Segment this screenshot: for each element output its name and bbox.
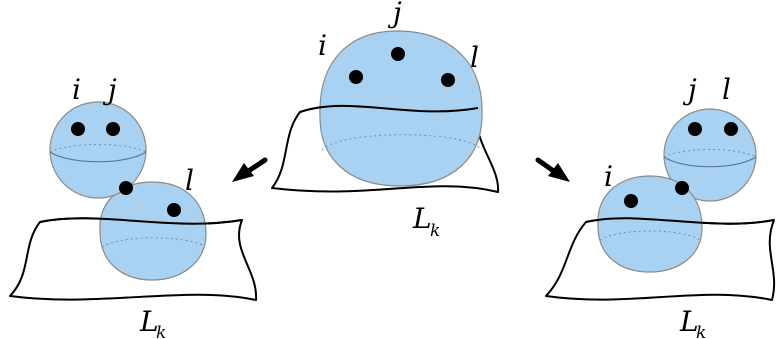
center-configuration: i j l L k (271, 0, 500, 241)
left-label-i: i (72, 73, 81, 106)
right-label-l: l (722, 73, 731, 106)
right-marker-j (688, 122, 702, 136)
left-marker-i (71, 122, 85, 136)
center-sheet-subscript: k (430, 221, 440, 241)
right-disk-equator-back (599, 230, 701, 241)
right-sphere-equator-back (663, 149, 757, 158)
left-sphere-equator-front (49, 151, 147, 163)
left-configuration: i j l L k (9, 73, 258, 339)
right-marker-i (624, 194, 638, 208)
right-node-point (675, 181, 689, 195)
right-sheet-label: L (679, 305, 699, 338)
center-label-j: j (387, 0, 402, 29)
left-sheet-subscript: k (156, 323, 166, 339)
center-label-i: i (318, 29, 327, 62)
arrow-to-right (535, 157, 570, 182)
right-sheet-subscript: k (696, 323, 706, 339)
center-marker-l (441, 73, 455, 87)
right-configuration: j l i L k (545, 73, 776, 339)
center-equator-back (321, 134, 481, 151)
left-marker-l (167, 203, 181, 217)
left-sphere-bubble (49, 101, 147, 199)
left-label-j: j (102, 73, 117, 106)
center-marker-j (391, 47, 405, 61)
left-sheet-label: L (139, 305, 159, 338)
right-disk-bubble (597, 175, 703, 273)
right-marker-l (724, 122, 738, 136)
center-sheet-label: L (412, 202, 432, 235)
arrow-to-left (232, 157, 268, 182)
left-label-l: l (185, 164, 194, 197)
left-sheet-front-edge (39, 217, 243, 225)
right-sphere-equator-front (663, 156, 757, 168)
center-disk-bubble (319, 30, 483, 187)
right-label-j: j (682, 73, 697, 106)
left-disk-equator-back (101, 237, 205, 248)
center-sheet-front-edge (299, 104, 479, 113)
left-node-point (119, 181, 133, 195)
right-sheet-front-edge (585, 217, 775, 225)
right-label-i: i (604, 160, 613, 193)
center-marker-i (349, 70, 363, 84)
center-label-l: l (470, 41, 479, 74)
left-marker-j (106, 122, 120, 136)
